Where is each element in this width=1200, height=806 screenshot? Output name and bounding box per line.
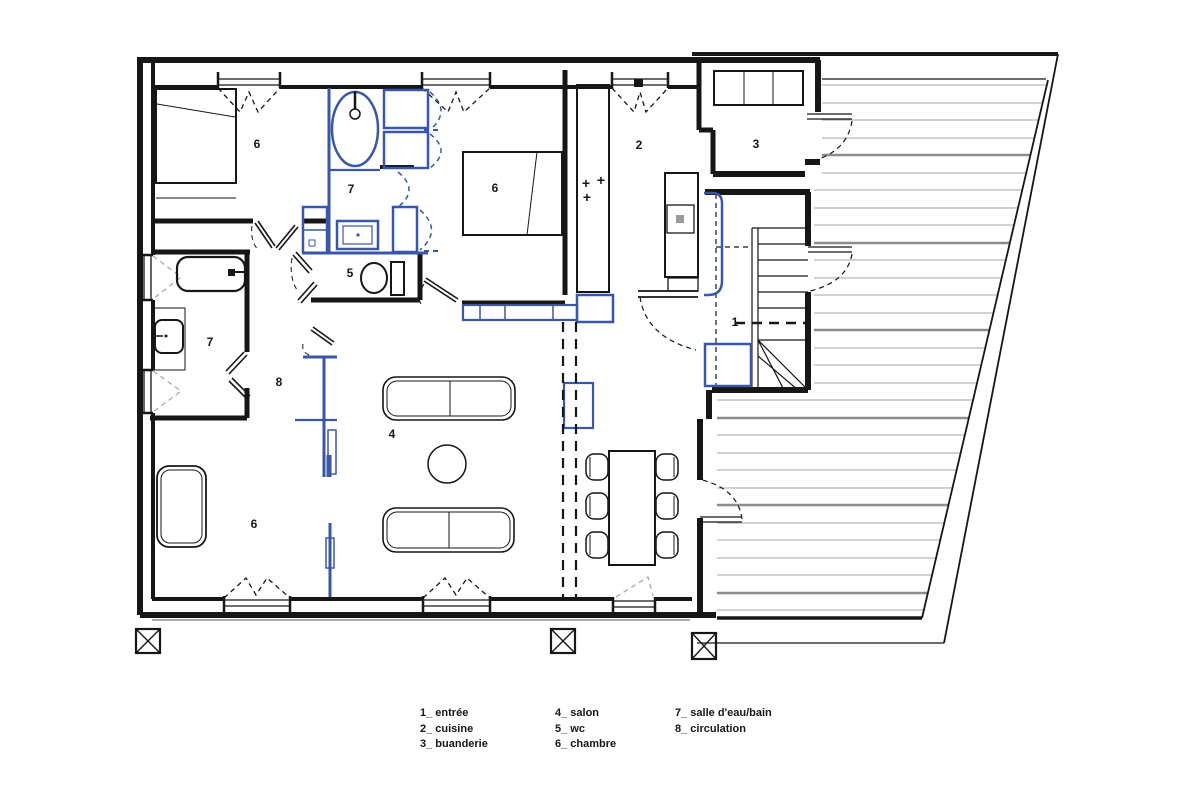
sliding-panel bbox=[327, 429, 337, 475]
legend-column: 4_ salon 5_ wc 6_ chambre bbox=[555, 706, 616, 753]
columns bbox=[134, 627, 718, 661]
kitchen bbox=[576, 84, 699, 351]
room-label: 8 bbox=[275, 375, 283, 389]
vanity-basin bbox=[342, 225, 373, 245]
kitchen-sink bbox=[667, 277, 699, 292]
plus-mark: + bbox=[581, 175, 591, 191]
legend-item: 4_ salon bbox=[555, 707, 600, 719]
sliding-track bbox=[561, 322, 578, 598]
room-label: 7 bbox=[206, 335, 214, 349]
cooktop-knob bbox=[676, 215, 684, 223]
bed-bottom-left bbox=[156, 465, 207, 548]
door-bedroom-top-left bbox=[251, 220, 299, 251]
kitchen-counter bbox=[664, 172, 699, 278]
deck-door-dining bbox=[700, 479, 743, 523]
cooktop bbox=[666, 204, 695, 234]
tub-faucet-left bbox=[228, 269, 235, 276]
plus-mark: + bbox=[582, 189, 592, 205]
tub-faucet bbox=[349, 108, 361, 120]
blue-partitions bbox=[295, 293, 615, 597]
bath-cabinet-right bbox=[391, 205, 419, 254]
legend: 1_ entrée 2_ cuisine 3_ buanderie 4_ salon 5… bbox=[0, 706, 1200, 766]
legend-column: 7_ salle d'eau/bain 8_ circulation bbox=[675, 706, 772, 737]
door-circulation bbox=[225, 351, 251, 400]
sofa-top bbox=[382, 376, 516, 421]
wardrobe-lower bbox=[382, 130, 430, 170]
legend-item: 3_ buanderie bbox=[420, 738, 488, 750]
legend-item: 5_ wc bbox=[555, 722, 585, 735]
bathtub-left bbox=[175, 255, 247, 293]
wc-room bbox=[290, 251, 405, 304]
sofa-bottom bbox=[382, 507, 515, 553]
sink-counter bbox=[151, 307, 186, 371]
toilet-tank bbox=[390, 261, 405, 296]
legend-item: 7_ salle d'eau/bain bbox=[675, 707, 772, 719]
toilet-bowl bbox=[360, 262, 388, 294]
bench-cabinet bbox=[575, 293, 615, 324]
legend-item: 1_ entrée bbox=[420, 707, 469, 719]
sliding-panel bbox=[325, 537, 335, 569]
room-label: 2 bbox=[635, 138, 643, 152]
stairs bbox=[703, 191, 810, 391]
column-x bbox=[549, 627, 577, 655]
windows bbox=[137, 72, 670, 612]
sink-drain bbox=[164, 334, 168, 338]
plus-mark: + bbox=[596, 172, 606, 188]
interior-doors bbox=[225, 220, 459, 400]
legend-column: 1_ entrée 2_ cuisine 3_ buanderie bbox=[420, 706, 488, 753]
bathroom-left bbox=[151, 255, 248, 371]
curved-partition bbox=[704, 191, 724, 297]
small-basin bbox=[308, 239, 316, 247]
room-label: 7 bbox=[347, 182, 355, 196]
door-bedroom-right bbox=[419, 277, 459, 305]
kitchen-island bbox=[576, 84, 610, 293]
entry-door bbox=[638, 290, 698, 351]
deck-terrace bbox=[692, 52, 1059, 644]
wardrobe-upper bbox=[382, 88, 430, 130]
wc-door bbox=[290, 251, 318, 304]
column-x bbox=[690, 631, 718, 661]
under-stair-cabinet bbox=[703, 342, 753, 388]
legend-item: 6_ chambre bbox=[555, 738, 617, 750]
dining-chairs bbox=[585, 453, 679, 559]
deck-boards bbox=[717, 84, 1047, 611]
partition-pocket bbox=[562, 381, 595, 430]
vanity-drain bbox=[356, 233, 360, 237]
dining-table bbox=[608, 450, 656, 566]
bathroom-center bbox=[301, 88, 442, 255]
coffee-table bbox=[427, 444, 467, 484]
legend-item: 2_ cuisine bbox=[420, 722, 474, 735]
laundry-cabinets bbox=[713, 70, 804, 106]
room-label: 3 bbox=[752, 137, 760, 151]
vanity bbox=[335, 219, 380, 251]
room-label: 6 bbox=[250, 517, 258, 531]
legend-item: 8_ circulation bbox=[675, 722, 746, 735]
exterior-walls bbox=[137, 57, 821, 621]
column-x bbox=[134, 627, 162, 655]
room-label: 6 bbox=[491, 181, 499, 195]
room-label: 5 bbox=[346, 266, 354, 280]
room-label: 6 bbox=[253, 137, 261, 151]
room-label: 4 bbox=[388, 427, 396, 441]
window-post bbox=[634, 79, 643, 87]
furniture bbox=[155, 70, 804, 566]
bed-top-left bbox=[155, 88, 237, 199]
door-salon bbox=[302, 326, 335, 357]
deck-door-entry bbox=[808, 246, 853, 292]
bed-top-right bbox=[462, 151, 563, 236]
room-label: 1 bbox=[731, 315, 739, 329]
